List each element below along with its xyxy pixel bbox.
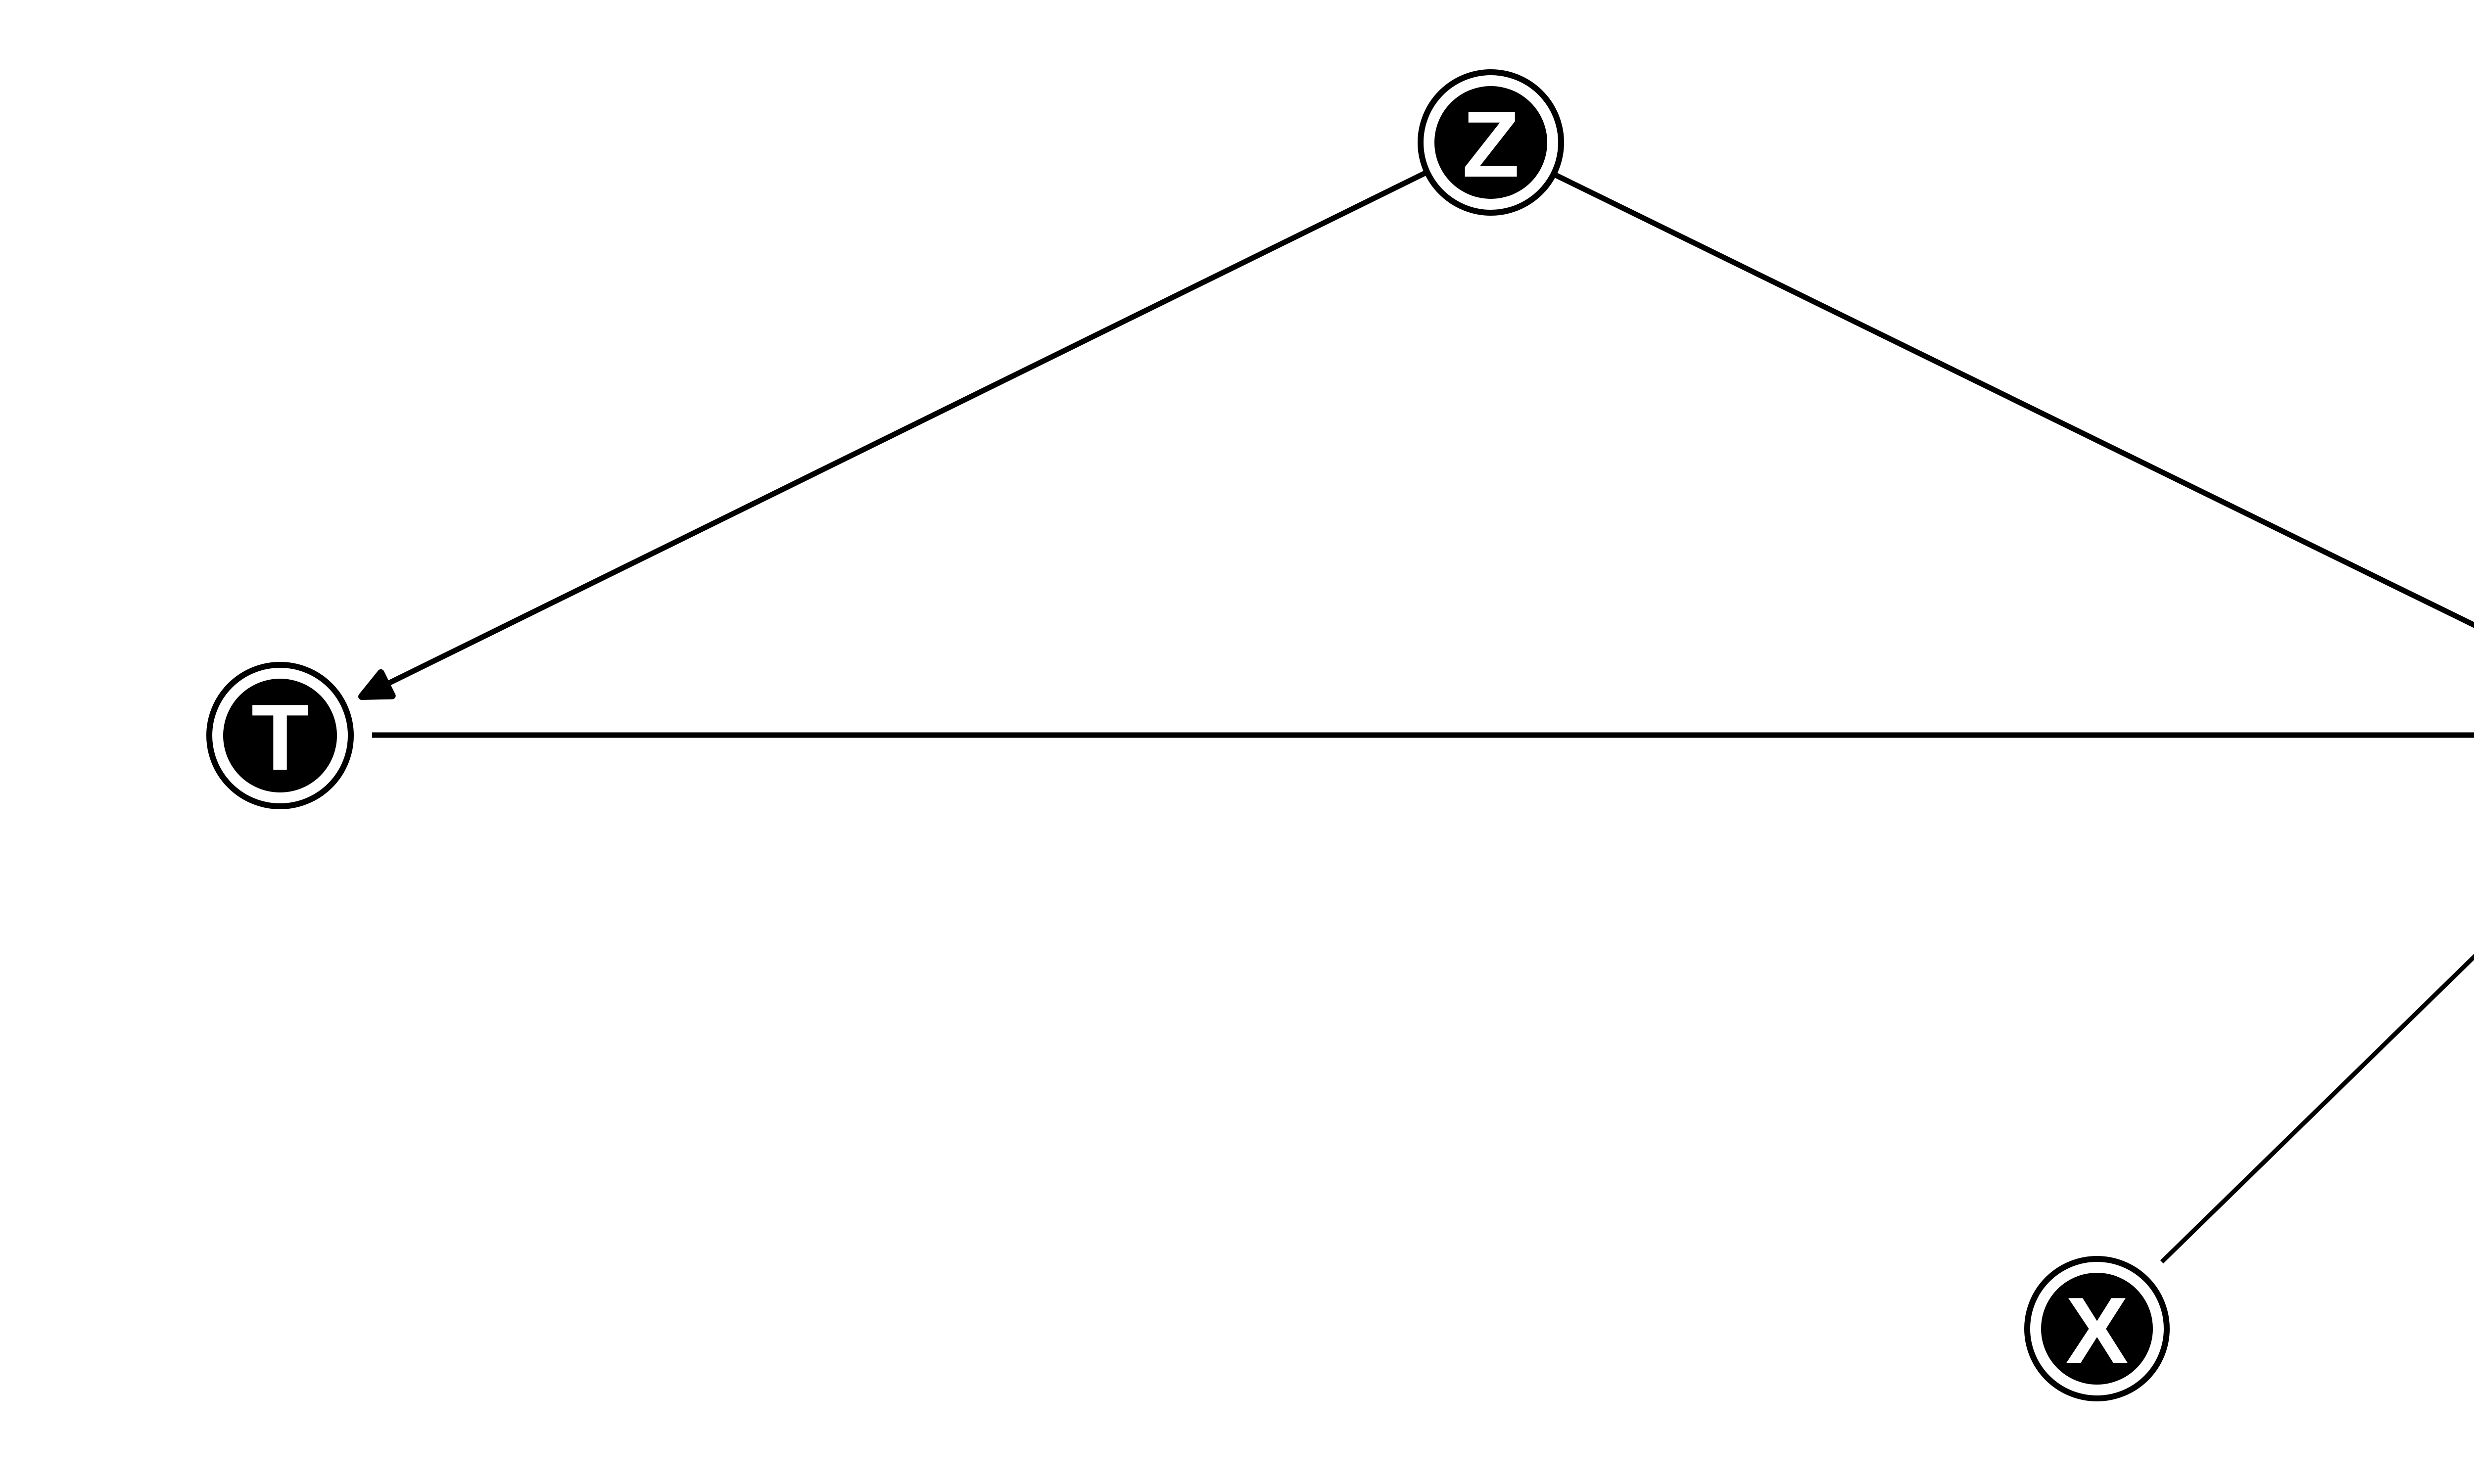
edge-line <box>1554 173 2474 628</box>
node-label-z: Z <box>1462 92 1520 197</box>
node-outer-ring <box>2024 1256 2170 1401</box>
node-disc <box>223 679 337 792</box>
node-outer-ring <box>1418 69 1564 216</box>
edge-t-to-y <box>372 732 2474 738</box>
edge-z-to-y <box>1554 173 2474 628</box>
node-x[interactable]: X <box>2024 1256 2170 1401</box>
node-disc <box>2041 1273 2153 1385</box>
node-label-x: X <box>2066 1278 2129 1383</box>
node-z[interactable]: Z <box>1418 69 1564 216</box>
node-outer-ring <box>206 662 354 809</box>
edge-line <box>381 170 1428 689</box>
edge-x-to-y <box>2160 954 2474 1264</box>
nodes-layer: ZTYX <box>206 69 2170 1401</box>
edge-z-to-t <box>358 170 1428 700</box>
edge-arrowhead <box>358 669 396 700</box>
node-disc <box>1434 86 1547 199</box>
edge-line <box>2160 954 2474 1264</box>
node-label-t: T <box>251 685 309 790</box>
node-t[interactable]: T <box>206 662 354 809</box>
edges-layer <box>358 170 2474 1264</box>
